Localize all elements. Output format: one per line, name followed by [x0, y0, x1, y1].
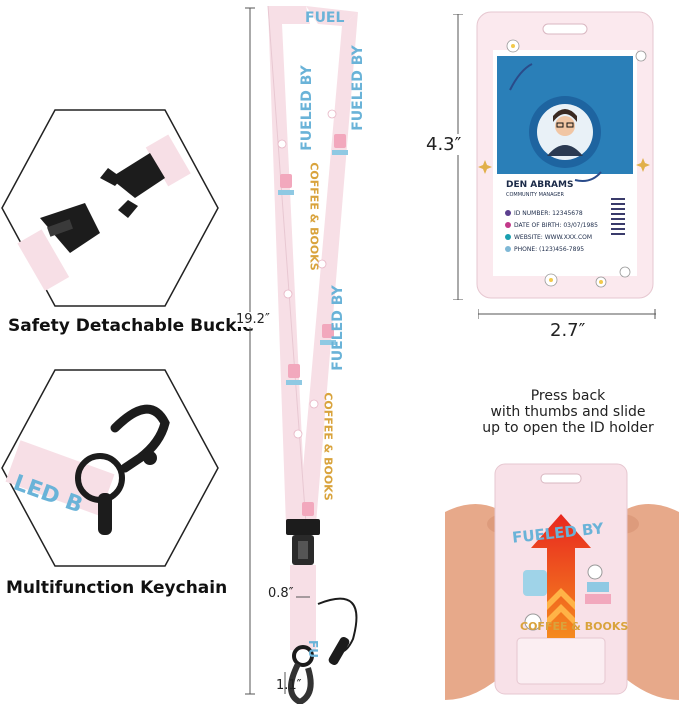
id-row: PHONE: (123)456-7895 — [505, 243, 598, 255]
length-dimension-line — [245, 7, 255, 695]
strap-width-dimension: 0.8″ — [268, 586, 294, 601]
holder-width-dimension: 2.7″ — [550, 320, 586, 341]
lanyard-print-5: COFFEE & BOOKS — [321, 392, 335, 501]
instruction-line: Press back — [530, 388, 606, 404]
keychain-hexagon — [1, 369, 219, 567]
id-dot-icon — [505, 246, 511, 252]
lanyard-print-3: COFFEE & BOOKS — [307, 162, 321, 271]
id-row: ID NUMBER: 12345678 — [505, 207, 598, 219]
lanyard-print-end: FU — [305, 640, 320, 658]
keychain-label: Multifunction Keychain — [6, 578, 228, 598]
lanyard-print-top: FUEL — [305, 10, 345, 26]
small-dimension-line — [284, 672, 286, 694]
id-dot-icon — [505, 222, 511, 228]
lanyard-print-1: FUELED BY — [299, 65, 315, 151]
id-dot-icon — [505, 234, 511, 240]
length-dimension: 19.2″ — [236, 312, 270, 327]
lanyard-strap — [267, 5, 358, 704]
id-row-text: WEBSITE: WWW.XXX.COM — [514, 233, 593, 241]
id-row-text: ID NUMBER: 12345678 — [514, 209, 583, 217]
open-instruction: Press back with thumbs and slide up to o… — [468, 388, 668, 436]
holder-height-dimension: 4.3″ — [426, 134, 462, 155]
id-rows: ID NUMBER: 12345678 DATE OF BIRTH: 03/07… — [505, 207, 598, 255]
holder-width-line — [478, 309, 656, 319]
instruction-line: up to open the ID holder — [482, 420, 654, 436]
small-dimension: 1.1″ — [276, 678, 302, 693]
id-name: DEN ABRAMS — [506, 180, 574, 190]
strap-width-line — [296, 596, 310, 598]
id-holder — [476, 11, 654, 299]
holder-print-bottom: COFFEE & BOOKS — [520, 620, 629, 633]
id-row: DATE OF BIRTH: 03/07/1985 — [505, 219, 598, 231]
buckle-hexagon — [1, 109, 219, 307]
hands-photo — [445, 452, 679, 700]
instruction-line: with thumbs and slide — [490, 404, 646, 420]
lanyard-print-4: FUELED BY — [330, 285, 346, 371]
id-dot-icon — [505, 210, 511, 216]
id-row: WEBSITE: WWW.XXX.COM — [505, 231, 598, 243]
lanyard-print-2: FUELED BY — [350, 45, 366, 131]
id-row-text: PHONE: (123)456-7895 — [514, 245, 585, 253]
holder-height-line — [453, 14, 463, 300]
id-title: COMMUNITY MANAGER — [506, 192, 564, 198]
id-row-text: DATE OF BIRTH: 03/07/1985 — [514, 221, 598, 229]
buckle-label: Safety Detachable Buckle — [8, 316, 254, 336]
